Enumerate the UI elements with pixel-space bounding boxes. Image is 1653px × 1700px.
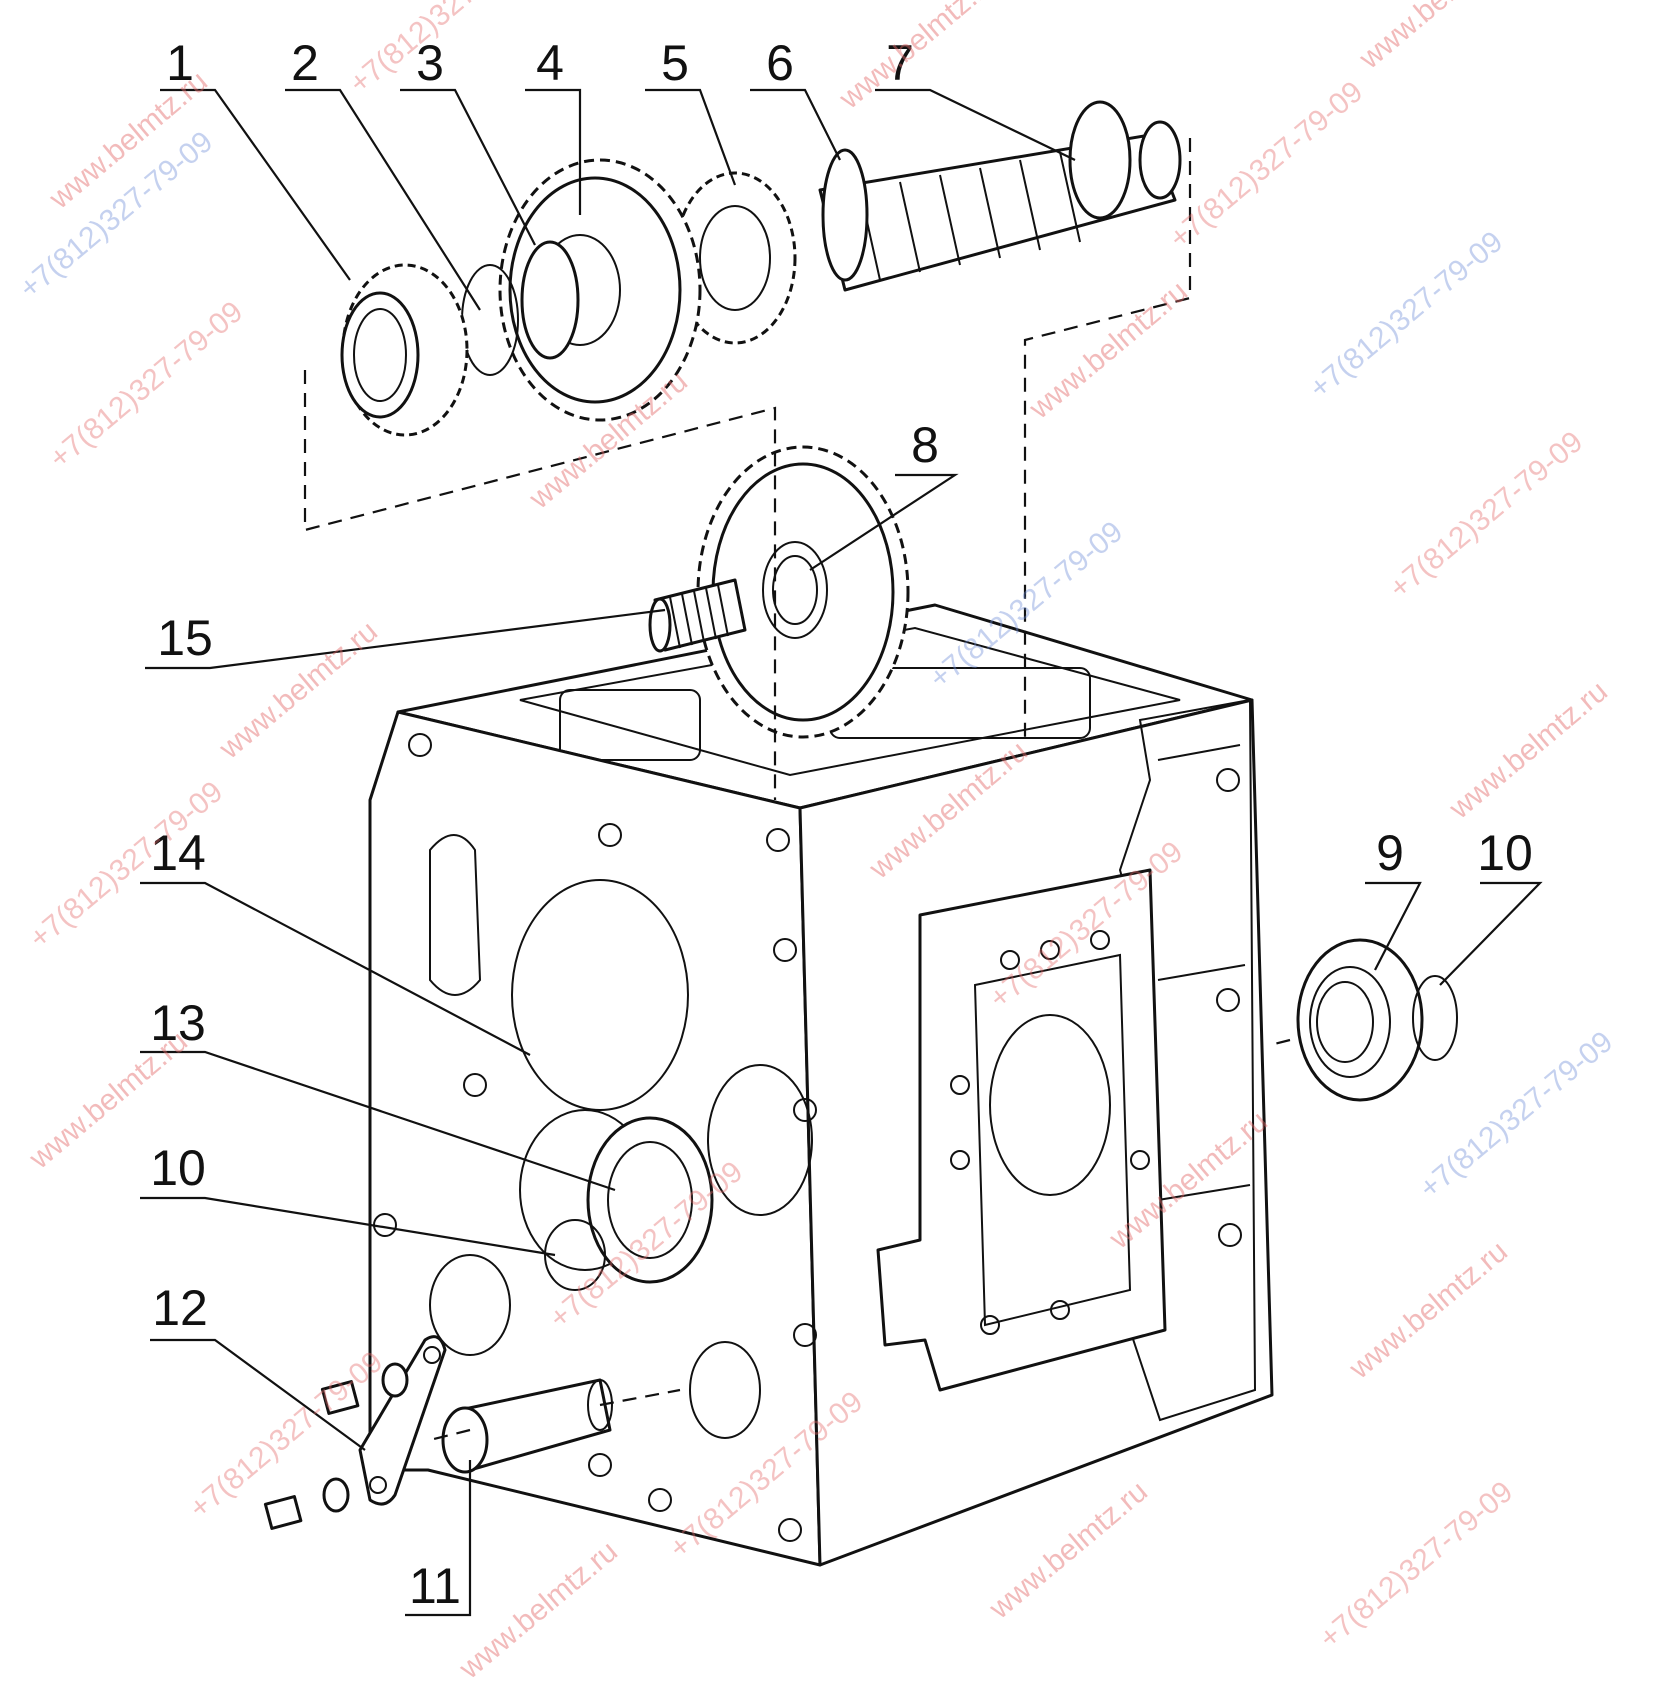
watermark-site: www.belmtz.ru [833, 0, 1004, 116]
needle-bearing-15 [648, 578, 747, 653]
watermark-site: www.belmtz.ru [1023, 275, 1194, 426]
watermark-phone: +7(812)327-79-09 [1413, 1025, 1619, 1205]
callout-5: 5 [661, 35, 689, 91]
callout-1: 1 [166, 35, 194, 91]
snap-ring-10-left [544, 1219, 606, 1291]
watermark-site: www.belmtz.ru [1343, 1235, 1514, 1386]
callout-labels: 1 2 3 4 5 6 7 8 15 14 13 10 12 11 9 10 [150, 35, 1533, 1614]
callout-11: 11 [409, 1558, 461, 1614]
callout-13: 13 [150, 995, 206, 1051]
watermark-phone: +7(812)327-79-09 [1383, 425, 1589, 605]
gearbox-housing [368, 603, 1274, 1567]
callout-10-right: 10 [1477, 825, 1533, 881]
watermark-phone: +7(812)327-79-09 [1313, 1475, 1519, 1655]
callout-14: 14 [150, 825, 206, 881]
gear-8 [696, 445, 910, 739]
bolt-upper [320, 1362, 409, 1415]
callout-10-left: 10 [150, 1140, 206, 1196]
watermark-phone: +7(812)327-79-09 [1163, 75, 1369, 255]
bolt-lower [263, 1477, 350, 1530]
watermark-site: www.belmtz.ru [1443, 675, 1614, 826]
callout-2: 2 [291, 35, 319, 91]
callout-15: 15 [157, 610, 213, 666]
callout-8: 8 [911, 417, 939, 473]
watermark-site: www.belmtz.ru [983, 1475, 1154, 1626]
ring-3 [520, 240, 580, 360]
snap-ring-6 [821, 148, 869, 282]
snap-ring-10-right [1412, 975, 1458, 1061]
leader-lines [140, 88, 1543, 1617]
watermark-phone: +7(812)327-79-09 [343, 0, 549, 100]
bearing-13 [586, 1116, 714, 1284]
watermark-phone: +7(812)327-79-09 [1303, 225, 1509, 405]
lock-plate-12 [358, 1335, 447, 1506]
callout-3: 3 [416, 35, 444, 91]
watermark-site: www.belmtz.ru [453, 1535, 624, 1686]
callout-4: 4 [536, 35, 564, 91]
gear-5 [673, 171, 797, 345]
shaft-11 [441, 1378, 613, 1474]
callout-12: 12 [152, 1280, 208, 1336]
watermark-phone: +7(812)327-79-09 [43, 295, 249, 475]
bearing-9 [1296, 938, 1424, 1102]
callout-6: 6 [766, 35, 794, 91]
spline-end-7 [1068, 100, 1132, 220]
assembly-lines [303, 138, 1291, 1442]
watermark-site: www.belmtz.ru [1353, 0, 1524, 76]
callout-9: 9 [1376, 825, 1404, 881]
watermark-site: www.belmtz.ru [213, 615, 384, 766]
shaft-assembly [340, 100, 1182, 437]
callout-7: 7 [886, 35, 914, 91]
